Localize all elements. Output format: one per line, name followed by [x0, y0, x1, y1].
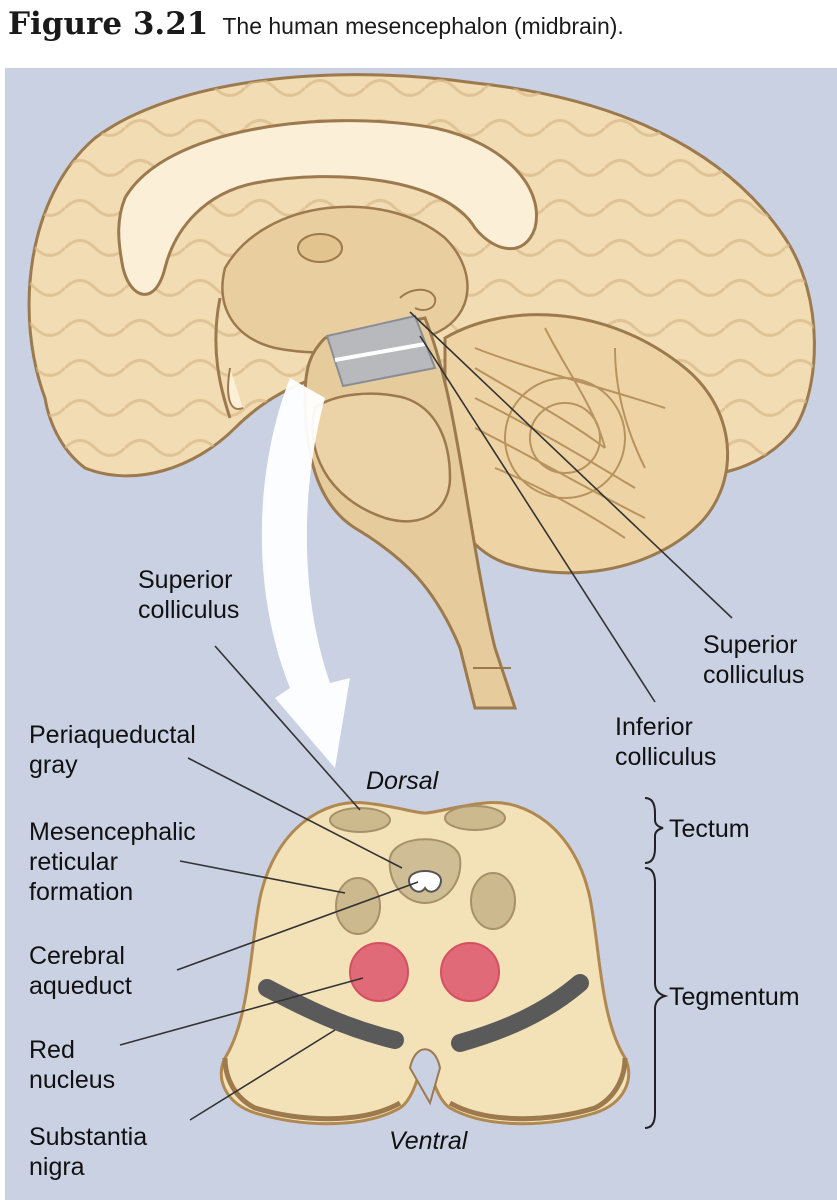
label-tegmentum: Tegmentum — [669, 983, 800, 1011]
substantia-nigra-left — [258, 979, 404, 1049]
leader-lines — [119, 311, 733, 1121]
midbrain-cross-section — [219, 800, 631, 1126]
illustration-panel: Superior colliculus Superior colliculus … — [5, 68, 837, 1200]
curved-arrow-icon — [261, 378, 350, 768]
figure-caption: The human mesencephalon (midbrain). — [222, 13, 624, 39]
tectum-brace — [644, 797, 664, 864]
label-substantia-nigra: Substantia nigra — [29, 1123, 148, 1181]
red-nucleus-left — [349, 942, 409, 1002]
midbrain-illustration — [27, 73, 816, 1129]
label-superior-colliculus-left: Superior colliculus — [138, 566, 240, 624]
label-ventral: Ventral — [389, 1127, 468, 1155]
label-cerebral-aqueduct: Cerebral aqueduct — [29, 942, 132, 1000]
label-superior-colliculus-right: Superior colliculus — [703, 631, 805, 689]
cerebellum — [443, 313, 730, 575]
label-periaqueductal-gray: Periaqueductal gray — [29, 721, 196, 779]
figure-number: Figure 3.21 — [8, 6, 209, 42]
tegmentum-brace — [644, 867, 669, 1129]
label-dorsal: Dorsal — [366, 767, 439, 795]
substantia-nigra-right — [451, 974, 589, 1052]
label-tectum: Tectum — [669, 815, 750, 843]
red-nucleus-right — [440, 942, 500, 1002]
label-inferior-colliculus: Inferior colliculus — [615, 713, 717, 771]
label-mesencephalic-reticular-formation: Mesencephalic reticular formation — [29, 818, 196, 906]
figure-header: Figure 3.21 The human mesencephalon (mid… — [8, 6, 624, 54]
label-red-nucleus: Red nucleus — [29, 1036, 116, 1094]
